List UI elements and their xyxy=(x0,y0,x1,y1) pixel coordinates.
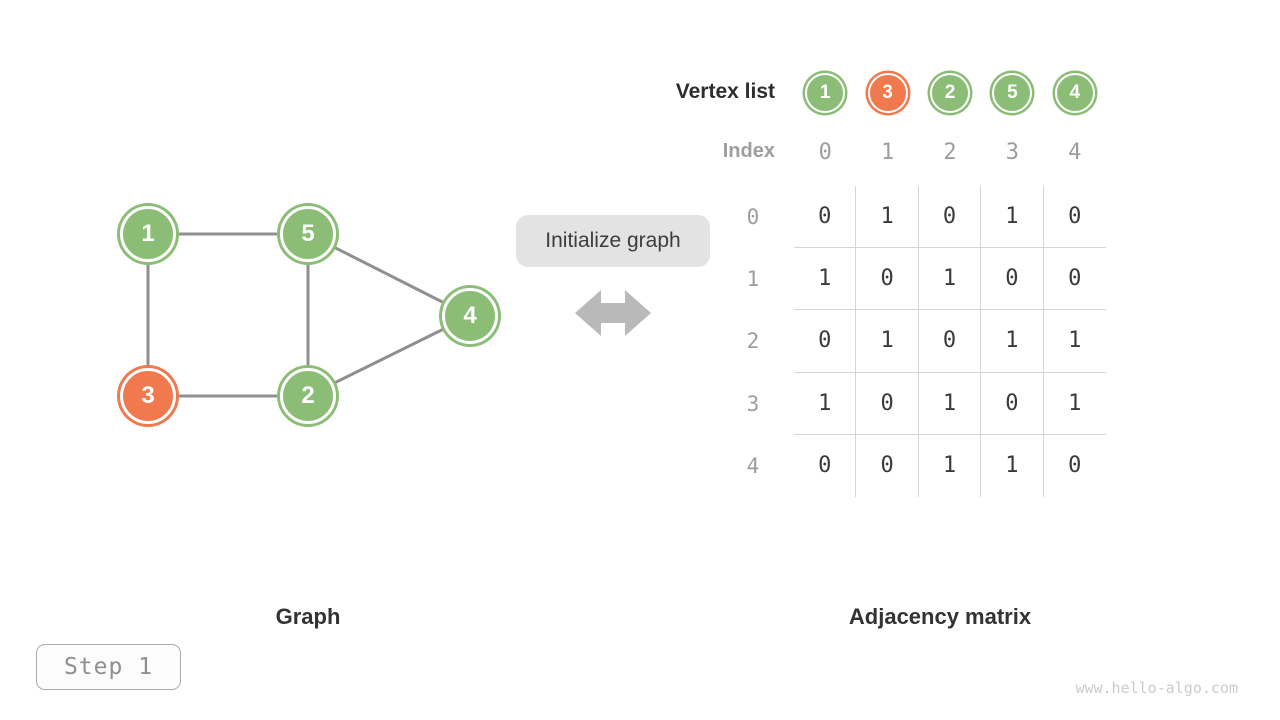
matrix-cell: 1 xyxy=(794,372,857,435)
vertex-circle: 5 xyxy=(992,73,1033,113)
matrix-cell: 1 xyxy=(1043,310,1106,373)
vertex-list-cell: 5 xyxy=(981,69,1043,117)
graph-node: 2 xyxy=(280,368,336,424)
graph-edge xyxy=(307,314,471,398)
graph-node: 3 xyxy=(120,368,176,424)
vertex-list-label: Vertex list xyxy=(675,80,775,103)
matrix-cell: 1 xyxy=(794,248,857,311)
matrix-cell: 0 xyxy=(918,310,982,373)
vertex-list-cell: 1 xyxy=(794,69,856,117)
step-badge: Step 1 xyxy=(36,644,181,690)
matrix-cell: 1 xyxy=(919,434,982,497)
vertex-circle: 3 xyxy=(867,73,908,113)
matrix-cell: 0 xyxy=(981,248,1044,311)
matrix-cell: 0 xyxy=(856,434,919,497)
initialize-graph-label: Initialize graph xyxy=(516,215,710,267)
matrix-cell: 0 xyxy=(856,248,919,311)
index-value: 3 xyxy=(1005,139,1020,165)
double-arrow-icon xyxy=(575,290,651,336)
index-value: 1 xyxy=(880,139,895,165)
matrix-cell: 1 xyxy=(981,186,1044,249)
graph-edge xyxy=(307,232,471,318)
vertex-list-cell: 2 xyxy=(919,69,981,117)
matrix-row-label: 0 xyxy=(746,205,760,230)
matrix-cell: 1 xyxy=(981,310,1044,373)
matrix-cell: 0 xyxy=(981,372,1044,435)
matrix-cell: 1 xyxy=(981,434,1044,497)
matrix-cell: 0 xyxy=(856,372,919,435)
vertex-list-cell: 3 xyxy=(856,69,918,117)
graph-caption: Graph xyxy=(275,604,341,629)
matrix-row-labels: 0 1 2 3 4 xyxy=(728,186,778,497)
matrix-row-label: 1 xyxy=(746,267,760,292)
vertex-circle: 2 xyxy=(929,73,970,113)
matrix-cell: 0 xyxy=(794,186,857,249)
vertex-circle: 4 xyxy=(1054,73,1095,113)
matrix-cell: 1 xyxy=(918,248,982,311)
vertex-circle: 1 xyxy=(805,73,846,113)
index-value: 0 xyxy=(818,139,832,165)
graph-node: 4 xyxy=(442,288,498,344)
matrix-cell: 1 xyxy=(918,372,982,435)
matrix-cell: 1 xyxy=(1043,373,1106,435)
index-value: 4 xyxy=(1068,139,1082,165)
matrix-cell: 0 xyxy=(1043,186,1106,249)
matrix-cell: 1 xyxy=(856,310,919,373)
matrix-cell: 0 xyxy=(1068,453,1082,479)
matrix-cell: 0 xyxy=(918,186,982,249)
index-row: 0 1 2 3 4 xyxy=(794,136,1106,168)
watermark: www.hello-algo.com xyxy=(1075,679,1238,697)
matrix-cell: 0 xyxy=(794,434,857,497)
matrix-caption: Adjacency matrix xyxy=(848,604,1032,629)
index-label: Index xyxy=(722,140,775,162)
matrix-cell: 0 xyxy=(1043,248,1106,311)
index-value: 2 xyxy=(943,139,957,165)
graph-node: 5 xyxy=(280,206,336,262)
graph-node: 1 xyxy=(120,206,176,262)
matrix-row-label: 4 xyxy=(746,453,760,478)
matrix-cell: 1 xyxy=(856,186,919,249)
matrix-cell: 0 xyxy=(794,310,857,373)
matrix-row-label: 2 xyxy=(746,329,760,354)
vertex-list-cell: 4 xyxy=(1044,69,1106,117)
matrix-row-label: 3 xyxy=(746,391,760,416)
